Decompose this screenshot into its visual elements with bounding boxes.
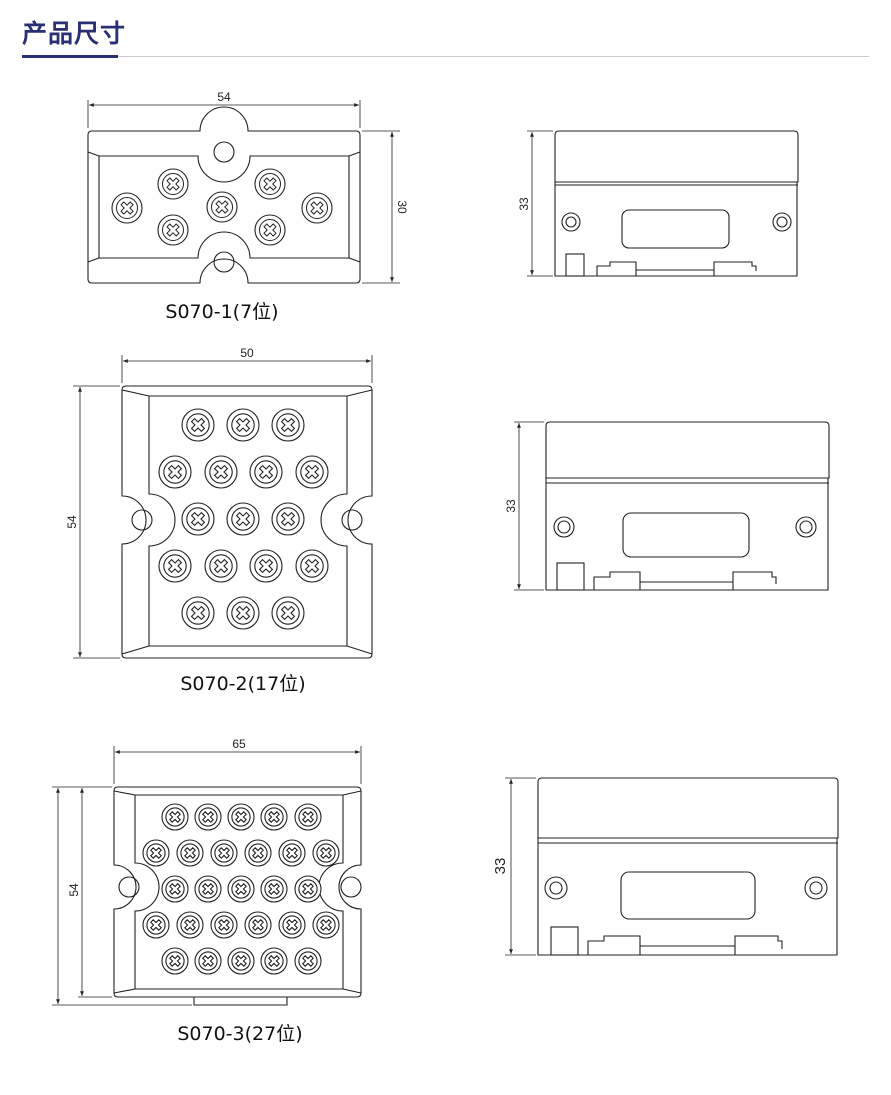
screw-terminal xyxy=(204,455,238,489)
model-2-side-height-label: 33 xyxy=(504,499,518,513)
model-3-side-dimension xyxy=(505,777,536,956)
screw-terminal xyxy=(226,502,260,536)
screw-terminal xyxy=(271,596,305,630)
screw-terminal xyxy=(312,911,340,939)
screw-terminal xyxy=(278,839,306,867)
screw-terminal xyxy=(194,875,222,903)
screw-terminal xyxy=(249,549,283,583)
screw-terminal xyxy=(260,875,288,903)
screw-terminal xyxy=(295,549,329,583)
model-2-screws xyxy=(158,408,329,630)
screw-terminal xyxy=(312,839,340,867)
screw-terminal xyxy=(181,596,215,630)
model-1-width-label: 54 xyxy=(217,90,231,104)
model-2-side-dimension xyxy=(514,421,544,591)
screw-terminal xyxy=(226,596,260,630)
screw-terminal xyxy=(294,803,322,831)
model-3-screws xyxy=(142,803,340,975)
header-divider xyxy=(22,56,869,57)
screw-terminal xyxy=(142,911,170,939)
model-1-side-view xyxy=(554,130,799,277)
screw-terminal xyxy=(244,839,272,867)
screw-terminal xyxy=(158,455,192,489)
screw-terminal xyxy=(176,839,204,867)
model-2-dimension-lines xyxy=(73,355,373,659)
screw-terminal xyxy=(278,911,306,939)
model-3-height-label: 54 xyxy=(67,883,81,897)
header-accent-bar xyxy=(22,55,118,58)
screw-terminal xyxy=(271,502,305,536)
screw-terminal xyxy=(161,875,189,903)
model-1-screws xyxy=(111,168,333,246)
model-1-side-dimension xyxy=(527,130,553,277)
screw-terminal xyxy=(158,549,192,583)
screw-terminal xyxy=(194,947,222,975)
model-1-caption: S070-1(7位) xyxy=(165,301,278,323)
screw-terminal xyxy=(181,502,215,536)
model-1-height-label: 30 xyxy=(395,200,409,214)
screw-terminal xyxy=(271,408,305,442)
screw-terminal xyxy=(227,803,255,831)
screw-terminal xyxy=(161,947,189,975)
screw-terminal xyxy=(161,803,189,831)
screw-terminal xyxy=(226,408,260,442)
screw-terminal xyxy=(294,875,322,903)
screw-terminal xyxy=(194,803,222,831)
model-2-top-view xyxy=(121,385,373,659)
screw-terminal xyxy=(181,408,215,442)
model-2-caption: S070-2(17位) xyxy=(180,673,305,695)
model-3-caption: S070-3(27位) xyxy=(177,1023,302,1045)
model-3-top-view xyxy=(113,786,362,1006)
screw-terminal xyxy=(260,803,288,831)
screw-terminal xyxy=(249,455,283,489)
screw-terminal xyxy=(294,947,322,975)
screw-terminal xyxy=(210,839,238,867)
model-3-dimension-lines xyxy=(52,746,362,1006)
model-1-side-height-label: 33 xyxy=(517,197,531,211)
model-2-side-view xyxy=(545,421,830,591)
model-1-dimension-lines xyxy=(87,100,400,284)
page-title: 产品尺寸 xyxy=(22,19,127,48)
screw-terminal xyxy=(204,549,238,583)
screw-terminal xyxy=(244,911,272,939)
model-3-side-view xyxy=(537,777,839,956)
screw-terminal xyxy=(227,875,255,903)
model-3-side-height-label: 33 xyxy=(492,858,509,875)
screw-terminal xyxy=(176,911,204,939)
screw-terminal xyxy=(295,455,329,489)
screw-terminal xyxy=(260,947,288,975)
screw-terminal xyxy=(227,947,255,975)
model-3-width-label: 65 xyxy=(232,737,246,751)
model-1-top-view xyxy=(87,106,361,284)
model-2-width-label: 50 xyxy=(240,346,254,360)
screw-terminal xyxy=(210,911,238,939)
screw-terminal xyxy=(142,839,170,867)
model-2-height-label: 54 xyxy=(65,515,79,529)
